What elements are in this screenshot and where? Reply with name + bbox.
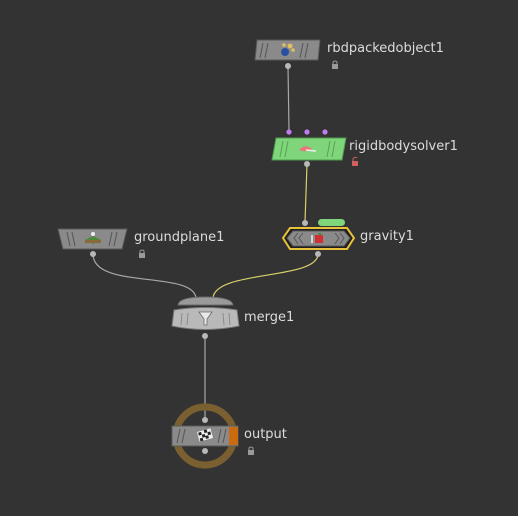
- output-connector[interactable]: [285, 63, 291, 69]
- wire-gravity-to-merge[interactable]: [212, 253, 319, 299]
- display-flag[interactable]: [229, 427, 238, 445]
- node-merge[interactable]: [171, 296, 240, 339]
- wire-rbdpackedobject-to-solver[interactable]: [287, 65, 290, 132]
- output-connector[interactable]: [315, 251, 321, 257]
- node-label-rbdpackedobject[interactable]: rbdpackedobject1: [327, 41, 444, 56]
- node-label-output[interactable]: output: [244, 427, 287, 442]
- node-label-gravity[interactable]: gravity1: [360, 229, 414, 244]
- output-connector[interactable]: [304, 161, 310, 167]
- ground-plane-icon: [85, 232, 101, 244]
- input-connector[interactable]: [286, 129, 292, 135]
- output-connector[interactable]: [202, 333, 208, 339]
- wire-groundplane-to-merge[interactable]: [92, 253, 197, 299]
- node-label-groundplane[interactable]: groundplane1: [134, 230, 225, 245]
- node-rigidbodysolver[interactable]: [271, 129, 358, 167]
- rbd-packed-object-icon: [281, 43, 295, 56]
- lock-icon: [139, 249, 145, 258]
- input-connector[interactable]: [202, 417, 208, 423]
- lock-icon: [248, 446, 254, 455]
- output-connector[interactable]: [202, 448, 208, 454]
- wire-solver-to-gravity[interactable]: [304, 163, 308, 223]
- rigid-body-solver-icon: [299, 146, 317, 152]
- checker-flag-icon: [196, 428, 214, 442]
- node-output[interactable]: [171, 403, 254, 469]
- node-gravity[interactable]: [281, 219, 356, 257]
- output-connector[interactable]: [90, 251, 96, 257]
- input-connector[interactable]: [322, 129, 328, 135]
- funnel-icon: [198, 311, 213, 326]
- bypass-flag[interactable]: [318, 219, 345, 226]
- unlock-icon: [352, 156, 358, 166]
- input-connector[interactable]: [304, 129, 310, 135]
- wires: [92, 65, 319, 420]
- input-bar[interactable]: [177, 296, 234, 306]
- node-rbdpackedobject[interactable]: [254, 39, 338, 69]
- lock-icon: [332, 60, 338, 69]
- node-label-merge[interactable]: merge1: [244, 310, 295, 325]
- node-groundplane[interactable]: [57, 228, 145, 258]
- node-label-rigidbodysolver[interactable]: rigidbodysolver1: [349, 139, 458, 154]
- gravity-icon: [311, 233, 323, 243]
- input-connector[interactable]: [302, 220, 308, 226]
